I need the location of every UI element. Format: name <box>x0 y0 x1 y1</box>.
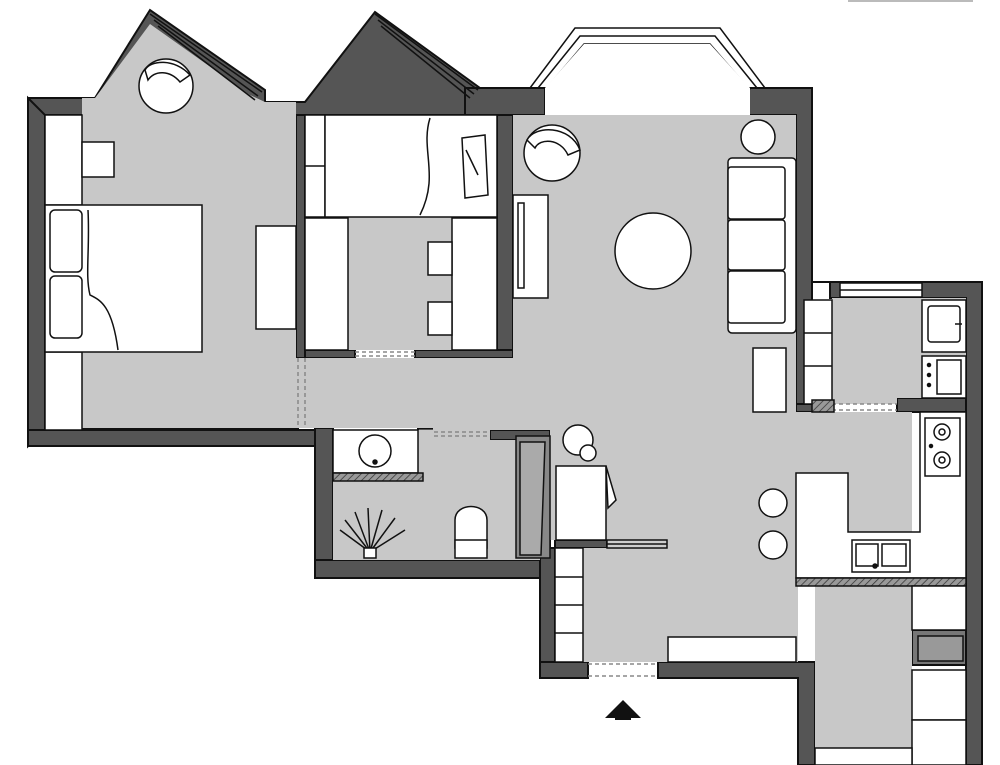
entrance-arrow-icon <box>605 700 641 720</box>
kitchen-cabinet <box>814 747 913 765</box>
armchair-icon <box>138 58 194 114</box>
bar-stool <box>758 488 788 518</box>
desk <box>255 225 297 330</box>
wardrobe-bottom <box>44 351 83 431</box>
side-table <box>740 119 776 155</box>
second-bedroom <box>304 114 498 351</box>
desk <box>451 217 498 351</box>
wardrobe <box>304 217 349 351</box>
scale-bar <box>848 0 973 2</box>
kitchen <box>795 417 967 765</box>
floor <box>82 24 966 765</box>
bed-icon <box>324 114 498 218</box>
cabinet <box>752 347 787 413</box>
kitchen-floor <box>815 578 912 765</box>
shower-icon <box>339 507 406 559</box>
fridge <box>917 635 964 662</box>
round-table-icon <box>614 212 692 290</box>
pillow <box>461 134 489 199</box>
bathroom <box>332 429 551 559</box>
bar-stool <box>758 530 788 560</box>
bathroom-cabinet <box>515 435 551 559</box>
doorways <box>297 351 897 677</box>
washing-machine <box>921 355 967 399</box>
living-room <box>512 119 967 663</box>
sink-icon <box>851 539 911 573</box>
sink-icon <box>332 429 419 474</box>
utility-shelf <box>803 299 833 405</box>
kitchen-cabinet <box>911 719 967 765</box>
sink-icon <box>921 299 967 353</box>
toilet-icon <box>454 505 488 559</box>
armchair-icon <box>523 124 581 182</box>
wardrobe-top <box>44 114 83 206</box>
hatched-counter <box>795 577 967 587</box>
windows <box>149 13 923 298</box>
kitchen-cabinet <box>911 585 967 631</box>
armchair-icon <box>555 424 617 541</box>
stove-icon <box>924 417 961 477</box>
utility-room <box>803 299 967 413</box>
kitchen-cabinet <box>911 669 967 721</box>
sofa-icon <box>727 157 797 334</box>
living-room-bay-floor <box>545 44 750 115</box>
nightstand <box>81 141 115 178</box>
hall-bench <box>667 636 797 663</box>
master-bedroom <box>44 58 297 431</box>
